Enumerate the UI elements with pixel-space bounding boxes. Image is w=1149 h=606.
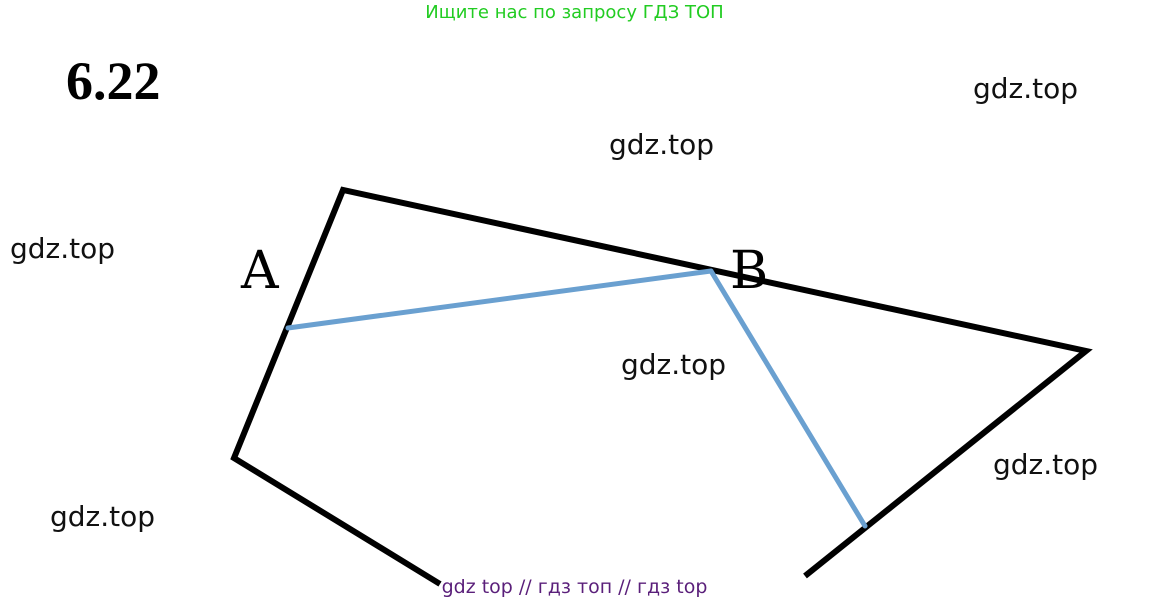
segment-a-b [285,268,714,331]
watermark: gdz.top [973,72,1079,105]
watermark: gdz.top [10,232,116,265]
point-label-a: A [240,241,280,301]
watermark: gdz.top [50,500,156,533]
watermark: gdz.top [993,448,1099,481]
watermark: gdz.top [621,348,727,381]
bottom-banner: gdz top // гдз топ // гдз top [441,576,708,598]
top-banner: Ищите нас по запросу ГДЗ ТОП [425,2,724,23]
watermark: gdz.top [609,128,715,161]
problem-number: 6.22 [66,51,161,111]
point-label-b: B [730,241,768,301]
segment-b-side [708,268,868,529]
polygon-outline [230,186,1093,587]
